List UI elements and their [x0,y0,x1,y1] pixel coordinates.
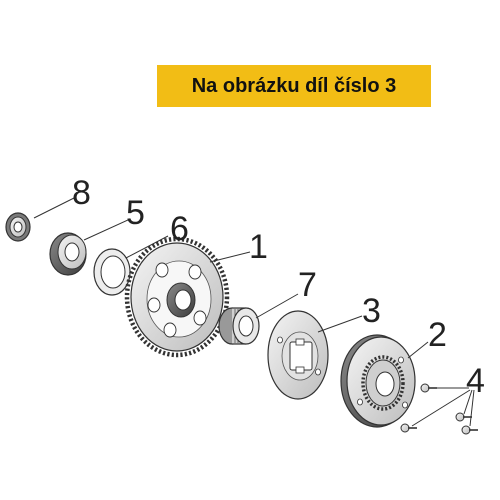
callout-7: 7 [298,266,317,304]
screw-3 [400,423,417,433]
callout-6: 6 [170,210,189,248]
leader-3 [317,315,363,333]
part-4-screws [400,383,478,435]
part-1-starter-gear [124,236,230,358]
part-6-washer [93,248,131,296]
leader-4d [469,389,475,427]
callout-2: 2 [428,316,447,354]
screw-1 [420,383,437,393]
callout-1: 1 [249,228,268,266]
leader-7 [255,293,299,319]
leader-lines [33,197,475,427]
callout-numbers: 8 5 6 1 7 3 2 4 [72,174,485,400]
leader-4c [411,389,471,427]
part-3-clutch-plate [267,310,329,400]
callout-3: 3 [362,292,381,330]
leader-5 [83,219,129,241]
part-7-needle-bearing [218,307,260,345]
screw-4 [461,425,478,435]
callout-5: 5 [126,194,145,232]
part-number-banner: Na obrázku díl číslo 3 [157,65,431,107]
leader-8 [33,197,75,219]
leader-2 [407,341,429,359]
leader-6 [125,235,169,259]
part-5-nut [49,232,87,276]
callout-4: 4 [466,362,485,400]
part-8-oil-seal [5,212,31,242]
leader-1 [209,251,251,263]
part-2-starter-clutch [340,334,416,428]
leader-4b [463,389,473,415]
callout-8: 8 [72,174,91,212]
screw-2 [455,412,472,422]
